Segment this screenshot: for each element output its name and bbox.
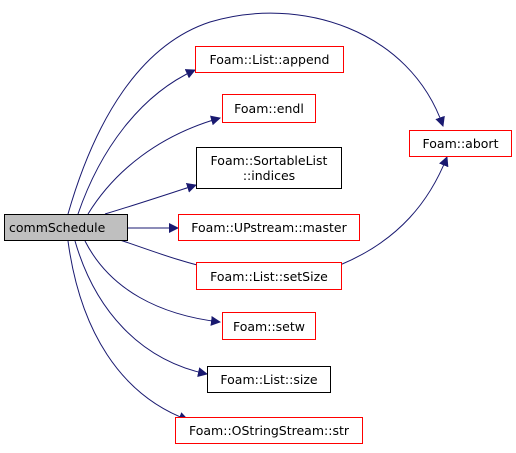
edge-root-to-append [77,69,196,215]
edge-root-to-indices [104,183,197,215]
edge-root-to-str [67,240,189,422]
node-label: Foam::List::append [209,52,330,67]
edge-setSize-to-abort [339,156,449,266]
node-label: commSchedule [9,220,106,235]
node-ostringstream-str[interactable]: Foam::OStringStream::str [175,417,363,444]
node-label-line1: Foam::SortableList [210,153,328,168]
edge-root-to-size [74,240,208,378]
node-label: Foam::List::setSize [210,268,328,284]
node-sortablelist-indices[interactable]: Foam::SortableList ::indices [196,147,342,189]
node-list-append[interactable]: Foam::List::append [195,46,344,73]
edge-root-to-abort [67,12,445,215]
node-abort[interactable]: Foam::abort [409,130,512,157]
edge-root-to-setw [84,240,221,326]
node-label: Foam::OStringStream::str [189,423,349,438]
node-list-setSize[interactable]: Foam::List::setSize [196,262,342,290]
node-label-line2: ::indices [242,168,296,183]
node-label: Foam::endl [234,101,304,116]
node-label: Foam::setw [233,318,305,334]
node-upstream-master[interactable]: Foam::UPstream::master [178,214,360,241]
edge-root-to-endl [87,115,221,215]
node-commSchedule[interactable]: commSchedule [4,214,128,241]
node-label: Foam::abort [422,136,499,151]
node-label: Foam::UPstream::master [191,220,347,235]
node-label: Foam::List::size [220,372,318,387]
node-setw[interactable]: Foam::setw [222,312,316,340]
node-list-size[interactable]: Foam::List::size [207,366,331,393]
node-endl[interactable]: Foam::endl [222,94,316,123]
